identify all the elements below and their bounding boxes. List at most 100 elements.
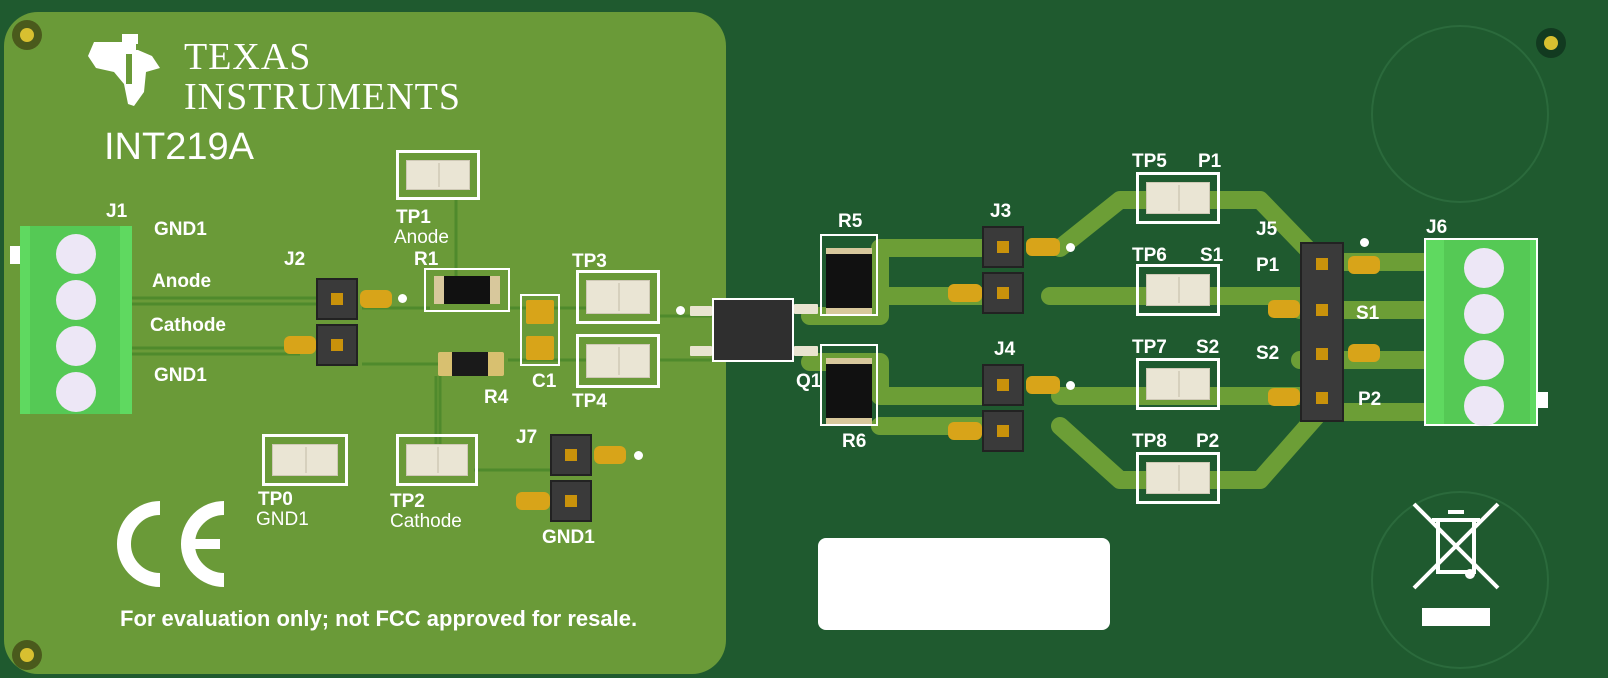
ref-tp0: TP0 xyxy=(258,489,293,510)
mounting-hole-top-left xyxy=(12,20,42,50)
brand-line-1: TEXAS xyxy=(184,36,312,78)
jumper-j7-pin2 xyxy=(550,480,592,522)
pad xyxy=(690,346,712,356)
test-point-tp6 xyxy=(1136,264,1220,316)
terminal-block-j1 xyxy=(20,226,132,414)
test-point-tp8 xyxy=(1136,452,1220,504)
terminal-screw xyxy=(56,326,96,366)
jumper-j4-pin2 xyxy=(982,410,1024,452)
jumper-j2-pin2 xyxy=(316,324,358,366)
pin1-marker xyxy=(1360,238,1369,247)
terminal-block-j6 xyxy=(1424,238,1538,426)
pad xyxy=(594,446,626,464)
pad xyxy=(1026,376,1060,394)
label-area xyxy=(818,538,1110,630)
j1-pin-2: Anode xyxy=(152,271,212,292)
ref-tp8: TP8 xyxy=(1132,431,1167,452)
terminal-screw xyxy=(1464,386,1504,426)
terminal-screw xyxy=(56,234,96,274)
pad xyxy=(526,300,554,324)
pad xyxy=(360,290,392,308)
pad xyxy=(516,492,550,510)
ref-tp3: TP3 xyxy=(572,251,607,272)
pin1-marker xyxy=(1066,381,1075,390)
ref-tp6: TP6 xyxy=(1132,245,1167,266)
pin1-marker xyxy=(634,451,643,460)
j1-pin-1: GND1 xyxy=(154,219,207,240)
ref-r5: R5 xyxy=(838,211,863,232)
ref-j2: J2 xyxy=(284,249,306,270)
ref-j7: J7 xyxy=(516,427,538,448)
tp8-net: P2 xyxy=(1196,431,1220,452)
brand-line-2: INSTRUMENTS xyxy=(184,76,462,118)
j5-label-s2: S2 xyxy=(1256,343,1280,364)
j5-label-p1: P1 xyxy=(1256,255,1280,276)
weee-bar xyxy=(1422,608,1490,626)
j5-label-p2: P2 xyxy=(1358,389,1382,410)
j7-net: GND1 xyxy=(542,527,595,548)
test-point-tp1 xyxy=(396,150,480,200)
tp6-net: S1 xyxy=(1200,245,1224,266)
ref-q1: Q1 xyxy=(796,371,822,392)
ref-r1: R1 xyxy=(414,249,439,270)
pad xyxy=(1268,388,1300,406)
jumper-j7-pin1 xyxy=(550,434,592,476)
tp1-net: Anode xyxy=(394,227,449,248)
pad xyxy=(284,336,316,354)
j1-pin-4: GND1 xyxy=(154,365,207,386)
ref-c1: C1 xyxy=(532,371,557,392)
tp0-net: GND1 xyxy=(256,509,309,530)
tp5-net: P1 xyxy=(1198,151,1222,172)
ref-j1: J1 xyxy=(106,201,128,222)
ic-q1 xyxy=(712,298,794,362)
board-name: INT219A xyxy=(104,126,254,168)
pad xyxy=(948,284,982,302)
pin1-marker xyxy=(676,306,685,315)
test-point-tp4 xyxy=(576,334,660,388)
ref-r6: R6 xyxy=(842,431,867,452)
terminal-screw xyxy=(1464,294,1504,334)
mounting-hole-top-right xyxy=(1536,28,1566,58)
test-point-tp5 xyxy=(1136,172,1220,224)
pad xyxy=(1026,238,1060,256)
jumper-j3-pin2 xyxy=(982,272,1024,314)
ref-j5: J5 xyxy=(1256,219,1278,240)
ref-tp4: TP4 xyxy=(572,391,607,412)
ref-tp5: TP5 xyxy=(1132,151,1167,172)
ref-j3: J3 xyxy=(990,201,1012,222)
jumper-j2-pin1 xyxy=(316,278,358,320)
terminal-screw xyxy=(56,280,96,320)
pad xyxy=(794,346,818,356)
pin1-marker xyxy=(398,294,407,303)
ref-tp1: TP1 xyxy=(396,207,431,228)
mounting-hole-bottom-left xyxy=(12,640,42,670)
ref-j4: J4 xyxy=(994,339,1016,360)
pad xyxy=(1268,300,1300,318)
pad xyxy=(690,306,712,316)
ref-tp2: TP2 xyxy=(390,491,425,512)
ref-j6: J6 xyxy=(1426,217,1448,238)
terminal-screw xyxy=(1464,248,1504,288)
weee-bin-icon xyxy=(1412,502,1500,590)
tp7-net: S2 xyxy=(1196,337,1220,358)
resistor-r1 xyxy=(424,268,510,312)
terminal-screw xyxy=(56,372,96,412)
pad xyxy=(1348,256,1380,274)
test-point-tp3 xyxy=(576,270,660,324)
capacitor-c1 xyxy=(520,294,560,366)
j1-pin-3: Cathode xyxy=(150,315,226,336)
test-point-tp0 xyxy=(262,434,348,486)
tp2-net: Cathode xyxy=(390,511,462,532)
disclaimer: For evaluation only; not FCC approved fo… xyxy=(120,606,638,631)
pad xyxy=(948,422,982,440)
pad xyxy=(794,304,818,314)
ref-r4: R4 xyxy=(484,387,509,408)
test-point-tp2 xyxy=(396,434,478,486)
ref-tp7: TP7 xyxy=(1132,337,1167,358)
pad xyxy=(526,336,554,360)
pad xyxy=(1348,344,1380,362)
terminal-screw xyxy=(1464,340,1504,380)
resistor-r6 xyxy=(820,344,878,426)
test-point-tp7 xyxy=(1136,358,1220,410)
